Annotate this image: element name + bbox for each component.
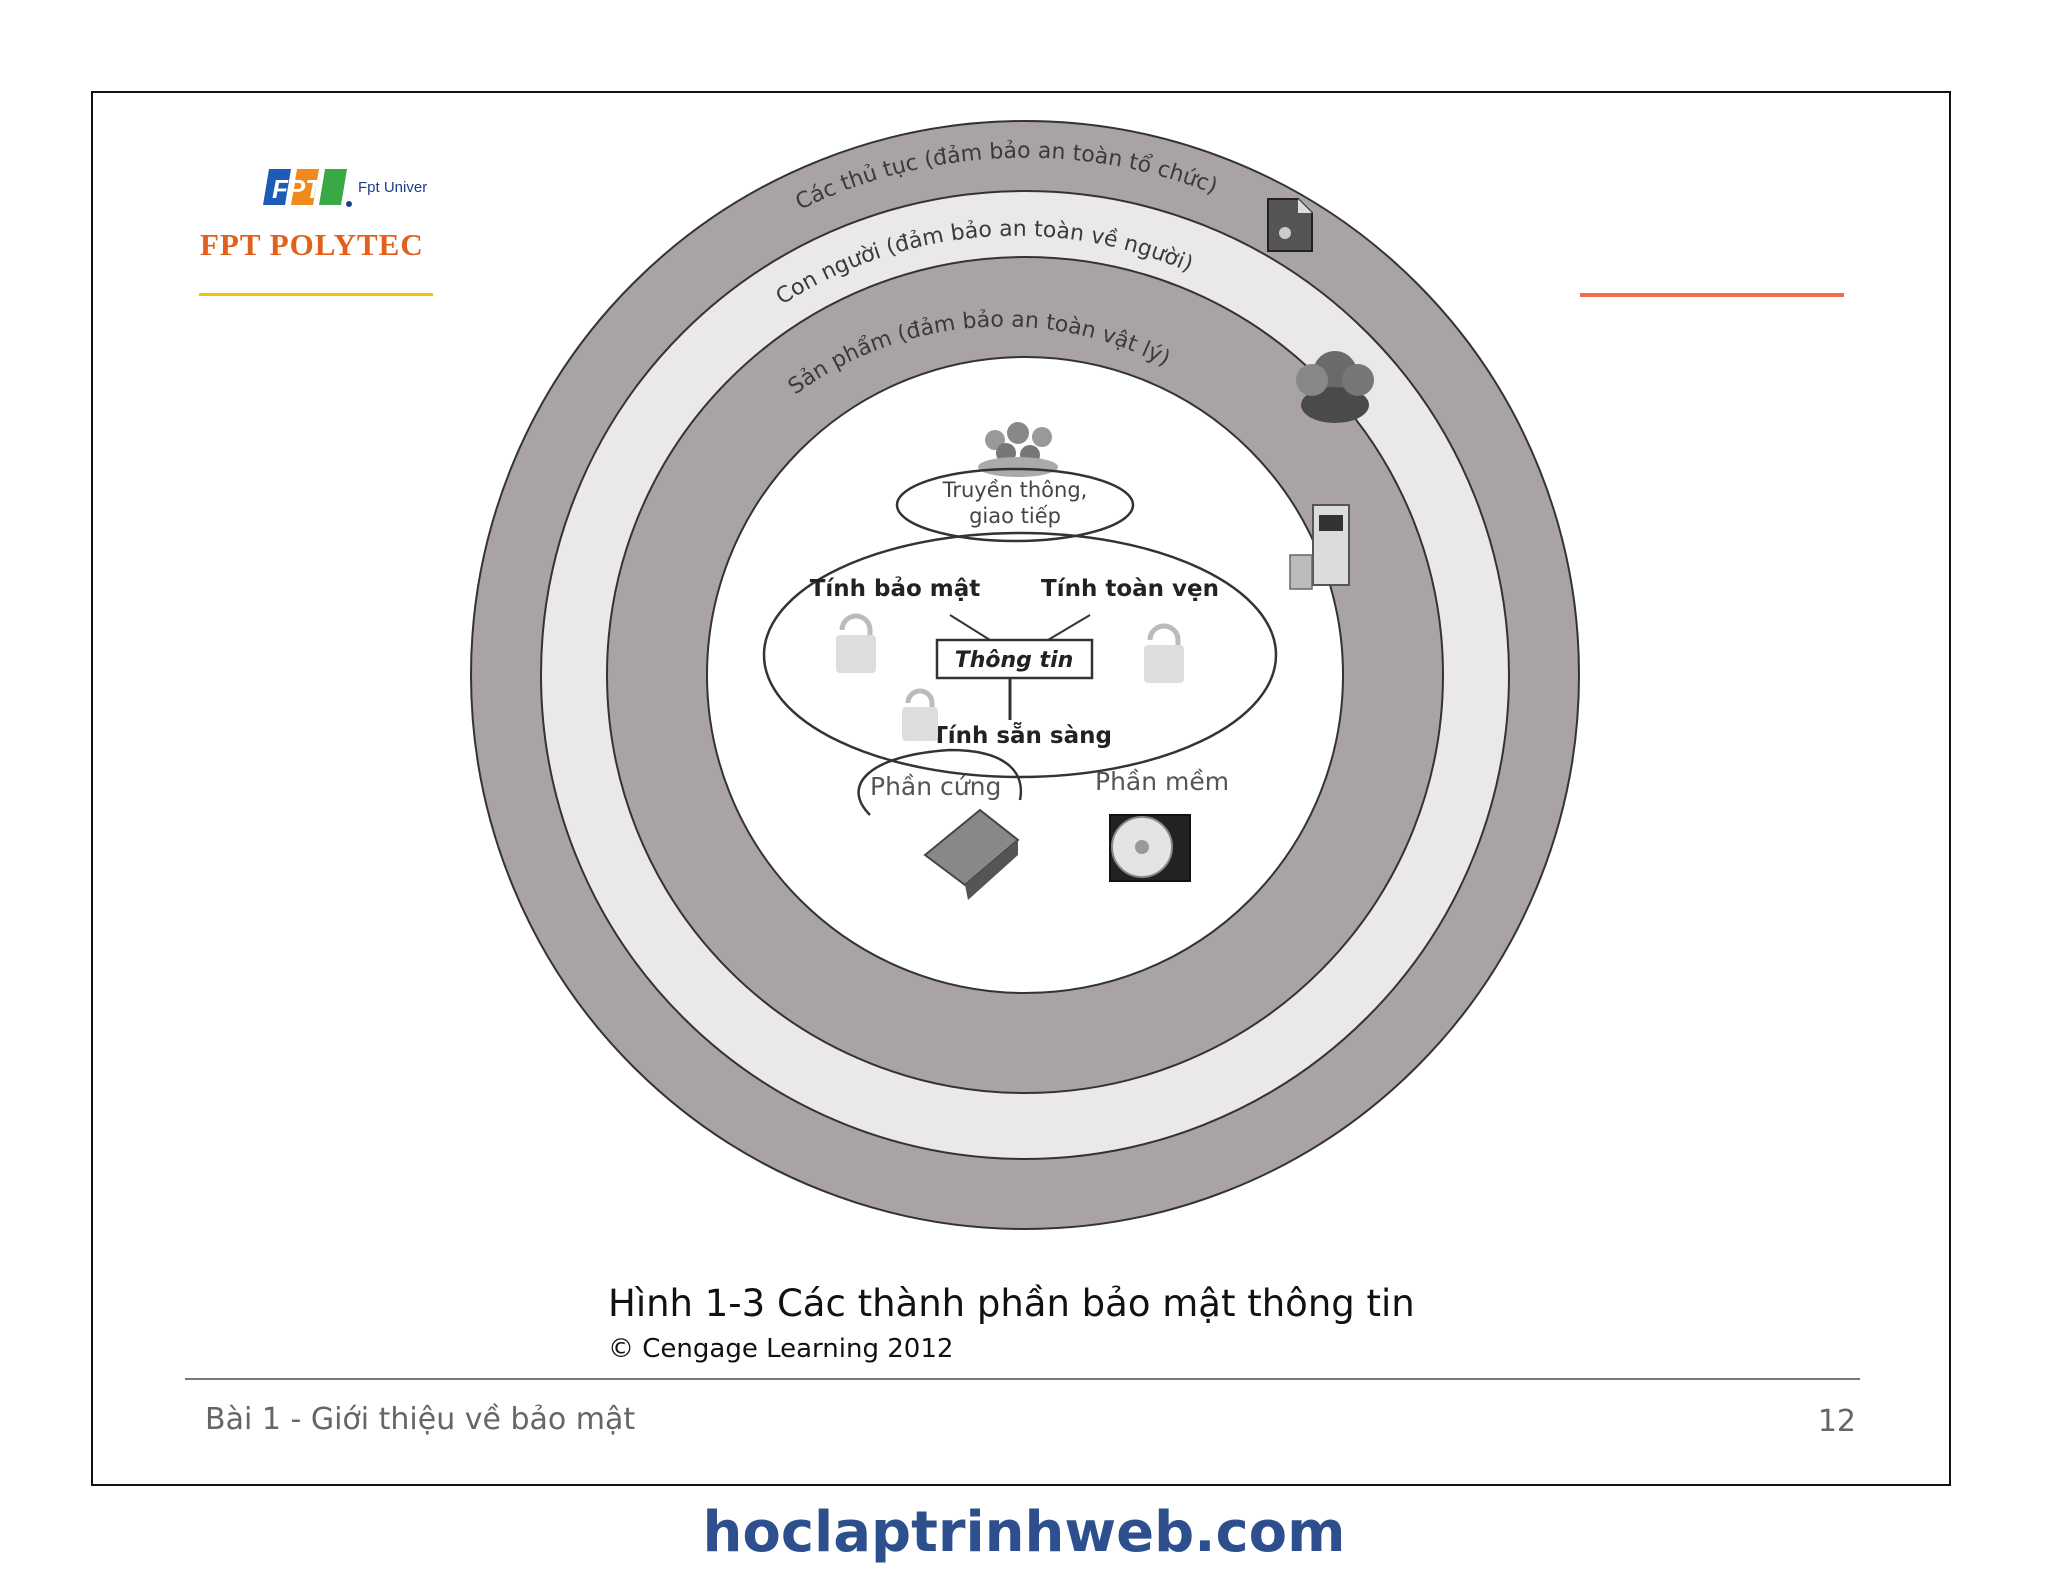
information-box: [935, 638, 1094, 680]
footer-divider: [185, 1378, 1860, 1380]
hardware-label: Phần cứng: [870, 772, 1001, 801]
logo-subtitle: Fpt Univer: [358, 179, 428, 196]
logo-underline: [199, 293, 433, 296]
people-icon: [1296, 351, 1374, 423]
fpt-mark-icon: FPT: [263, 169, 352, 207]
communication-label-line1: Truyền thông,: [942, 478, 1088, 502]
header-accent-line: [1580, 293, 1844, 297]
logo-name: FPT POLYTEC: [200, 227, 424, 262]
information-label: Thông tin: [955, 648, 1074, 673]
lock-icon: [902, 688, 938, 741]
fpt-logo: FPT Fpt Univer FPT POLYTEC: [150, 145, 433, 296]
integrity-label: Tính toàn vẹn: [1041, 576, 1219, 602]
group-icon: [978, 422, 1058, 477]
availability-label: Tính sẵn sàng: [932, 722, 1112, 749]
watermark: hoclaptrinhweb.com: [702, 1500, 1346, 1565]
document-icon: [1267, 198, 1313, 252]
fpt-mark-letters: FPT: [272, 174, 323, 204]
hard-disk-icon: [923, 808, 1020, 900]
page-number: 12: [1817, 1404, 1856, 1439]
server-icon: [1289, 504, 1350, 590]
confidentiality-label: Tính bảo mật: [810, 576, 981, 602]
footer-lesson: Bài 1 - Giới thiệu về bảo mật: [205, 1402, 636, 1437]
figure-copyright: © Cengage Learning 2012: [608, 1334, 954, 1364]
cia-ellipse: [762, 531, 1278, 779]
hardware-ellipse: [857, 748, 1023, 816]
communication-ellipse: [895, 467, 1135, 543]
communication-label-line2: giao tiếp: [969, 504, 1061, 528]
lock-icon: [836, 613, 876, 673]
figure-caption: Hình 1-3 Các thành phần bảo mật thông ti…: [608, 1282, 1415, 1325]
software-label: Phần mềm: [1095, 767, 1229, 796]
security-layers-diagram: Các thủ tục (đảm bảo an toàn tổ chức) Co…: [470, 120, 1580, 1230]
lock-icon: [1144, 623, 1184, 683]
cd-icon: [1109, 814, 1191, 882]
